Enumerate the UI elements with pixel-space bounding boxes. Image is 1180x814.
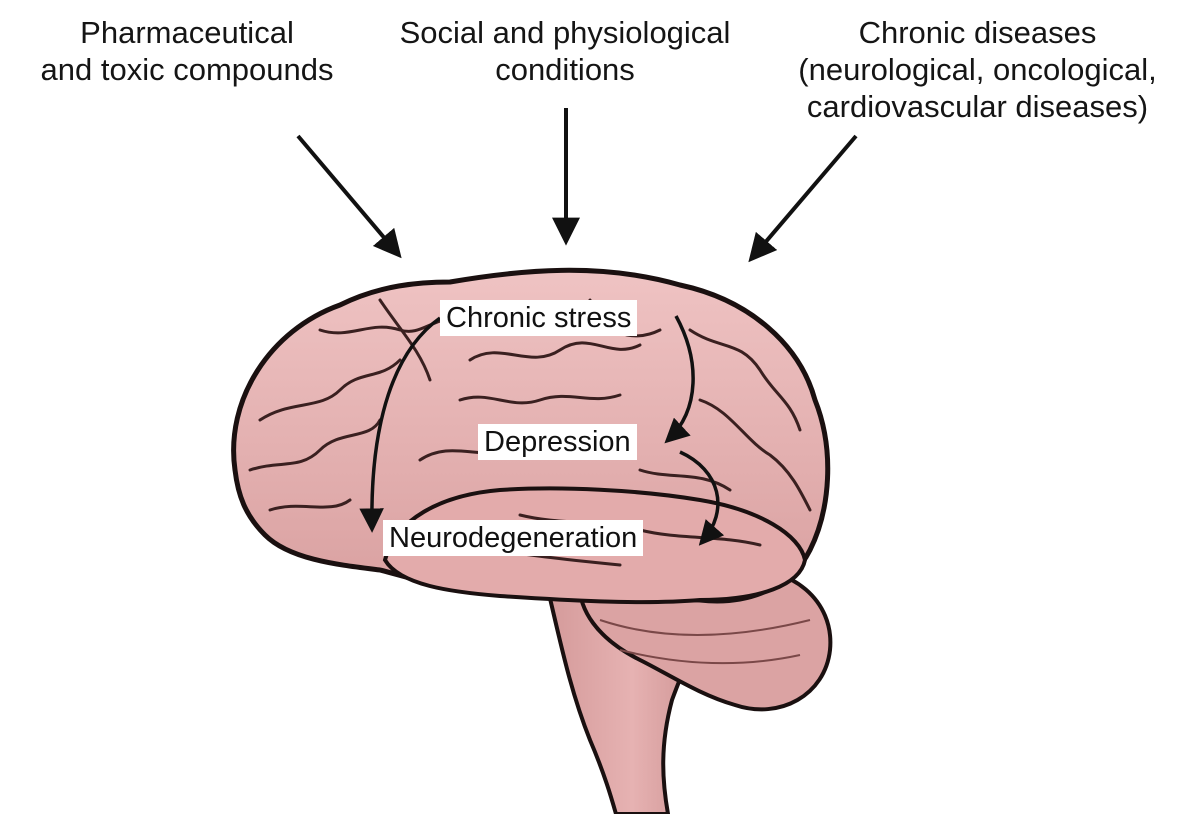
- label-social-physiological-conditions: Social and physiological conditions: [380, 14, 750, 88]
- label-neurodegeneration: Neurodegeneration: [383, 520, 643, 556]
- label-chronic-stress: Chronic stress: [440, 300, 637, 336]
- label-chronic-diseases: Chronic diseases (neurological, oncologi…: [785, 14, 1170, 125]
- label-depression: Depression: [478, 424, 637, 460]
- arrow-chronic-diseases: [752, 136, 856, 258]
- arrow-pharmaceutical: [298, 136, 398, 254]
- label-pharmaceutical-toxic-compounds: Pharmaceutical and toxic compounds: [22, 14, 352, 88]
